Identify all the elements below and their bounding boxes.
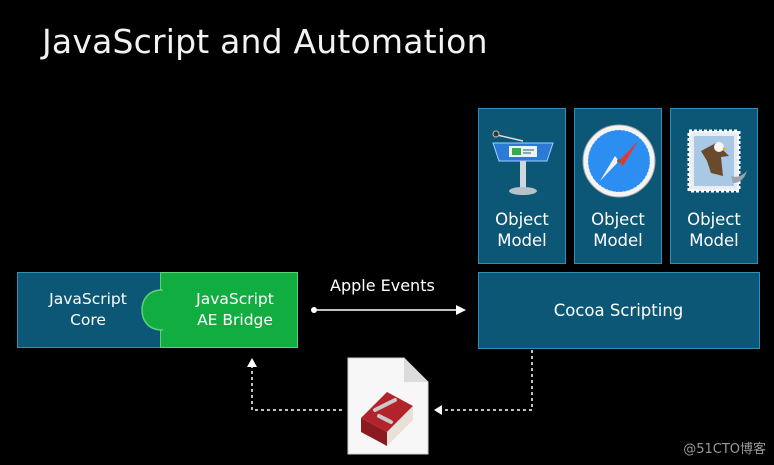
object-model-label-line1: Object bbox=[591, 210, 645, 229]
keynote-icon bbox=[479, 121, 565, 201]
cocoa-to-dictionary-arrowhead bbox=[434, 405, 442, 415]
watermark: @51CTO博客 bbox=[683, 442, 766, 457]
mail-stamp-eagle-icon bbox=[671, 121, 757, 201]
apple-events-label: Apple Events bbox=[330, 276, 435, 295]
safari-compass-icon bbox=[575, 121, 661, 201]
object-model-label-line2: Model bbox=[593, 231, 643, 250]
cocoa-scripting-box: Cocoa Scripting bbox=[478, 272, 760, 349]
slide-title: JavaScript and Automation bbox=[42, 22, 488, 61]
javascript-core-box: JavaScript Core bbox=[17, 272, 162, 348]
scripting-dictionary-icon bbox=[347, 357, 429, 455]
object-model-label-line1: Object bbox=[495, 210, 549, 229]
dictionary-to-bridge-dotted-line bbox=[251, 366, 342, 411]
cocoa-scripting-label: Cocoa Scripting bbox=[553, 301, 684, 320]
object-model-label-line2: Model bbox=[689, 231, 739, 250]
ae-bridge-line1: JavaScript bbox=[196, 290, 274, 308]
apple-events-arrowhead bbox=[456, 305, 466, 315]
cocoa-to-dictionary-dotted-line bbox=[440, 350, 533, 411]
dictionary-to-bridge-arrowhead bbox=[247, 358, 257, 367]
javascript-core-line2: Core bbox=[70, 311, 106, 329]
javascript-ae-bridge-box: JavaScript AE Bridge bbox=[160, 272, 298, 348]
puzzle-tab bbox=[141, 289, 163, 331]
object-model-label-line1: Object bbox=[687, 210, 741, 229]
javascript-core-line1: JavaScript bbox=[49, 290, 127, 308]
puzzle-tab-fill bbox=[160, 291, 164, 329]
ae-bridge-line2: AE Bridge bbox=[197, 311, 273, 329]
object-model-label-line2: Model bbox=[497, 231, 547, 250]
